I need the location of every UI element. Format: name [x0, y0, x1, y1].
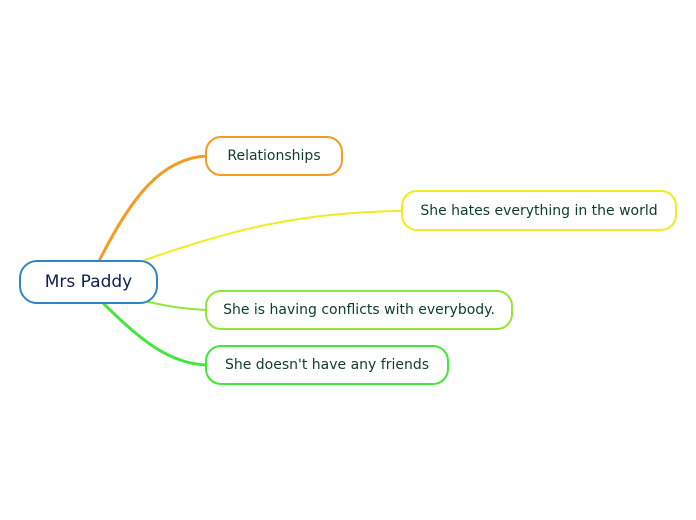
connector-friends [102, 302, 209, 367]
branch-label-hates-everything: She hates everything in the world [420, 202, 658, 219]
branch-label-no-friends: She doesn't have any friends [224, 357, 430, 373]
root-node-label: Mrs Paddy [44, 272, 133, 292]
branch-node-hates-everything[interactable]: She hates everything in the world [401, 190, 677, 231]
branch-label-relationships: Relationships [227, 148, 321, 164]
branch-node-no-friends[interactable]: She doesn't have any friends [205, 345, 449, 385]
connector-hates [144, 210, 403, 261]
branch-node-conflicts[interactable]: She is having conflicts with everybody. [205, 290, 513, 330]
root-node[interactable]: Mrs Paddy [19, 260, 158, 304]
connector-relationships [97, 154, 209, 263]
connector-conflicts [139, 299, 208, 311]
branch-label-conflicts: She is having conflicts with everybody. [223, 302, 495, 318]
branch-node-relationships[interactable]: Relationships [205, 136, 343, 176]
